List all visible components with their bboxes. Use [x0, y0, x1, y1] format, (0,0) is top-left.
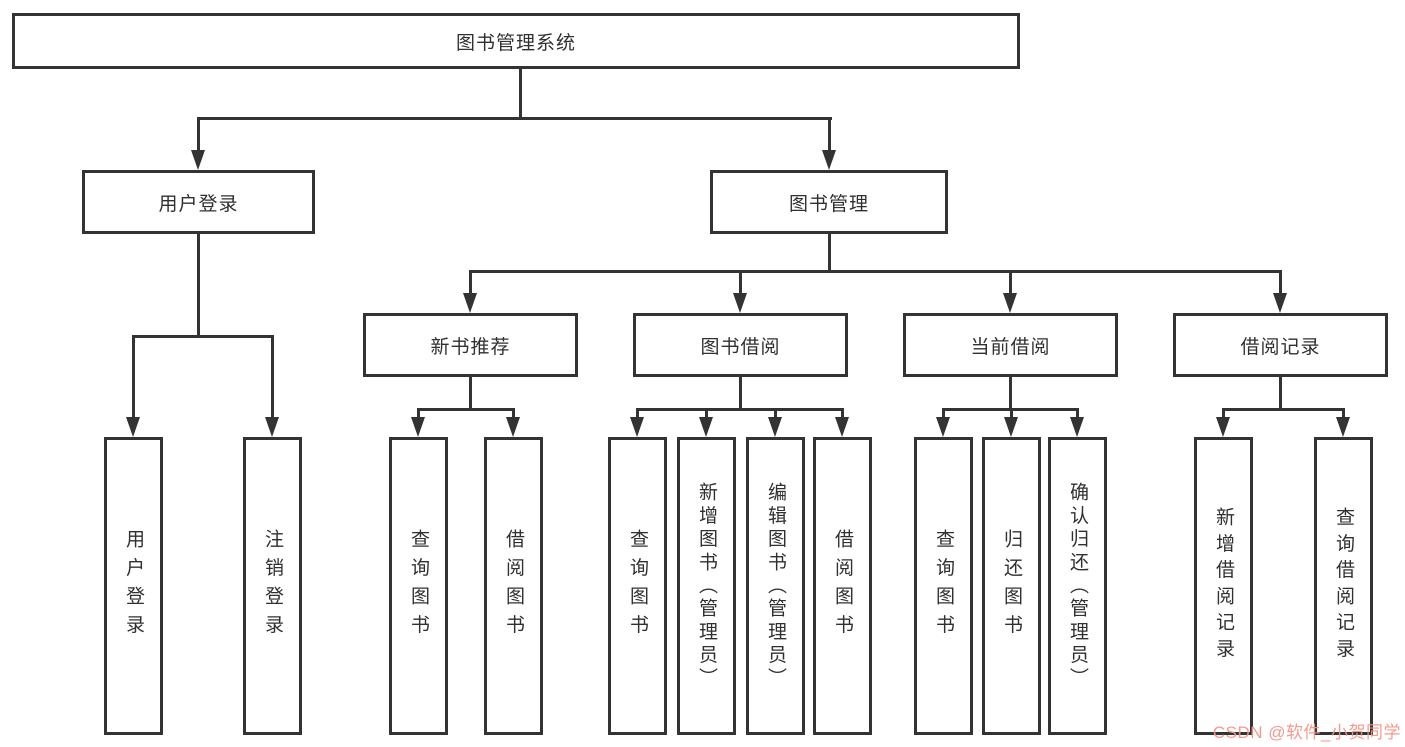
leaf-confirm-return-admin: 确认归还（管理员）: [1048, 437, 1107, 735]
arrow-down-icon: [126, 417, 140, 437]
connector-line: [197, 233, 200, 338]
leaf-query-books-current: 查询图书: [914, 437, 973, 735]
connector-line: [1222, 408, 1345, 411]
connector-line: [942, 408, 945, 419]
connector-line: [828, 117, 831, 152]
csdn-watermark: CSDN @软件_小贺同学: [1212, 723, 1401, 742]
node-current-borrowing: 当前借阅: [903, 313, 1118, 377]
arrow-down-icon: [265, 417, 279, 437]
connector-line: [132, 335, 274, 338]
leaf-query-books-recommend: 查询图书: [389, 437, 448, 735]
connector-line: [705, 408, 708, 419]
arrow-down-icon: [1003, 293, 1017, 313]
arrow-down-icon: [191, 150, 205, 170]
arrow-down-icon: [699, 417, 713, 437]
arrow-down-icon: [1070, 417, 1084, 437]
connector-line: [739, 377, 742, 411]
connector-line: [132, 335, 135, 419]
connector-line: [1342, 408, 1345, 419]
connector-line: [469, 270, 472, 294]
arrow-down-icon: [822, 150, 836, 170]
connector-line: [739, 270, 742, 294]
leaf-borrow-books-borrowing: 借阅图书: [813, 437, 872, 735]
leaf-edit-book-admin: 编辑图书（管理员）: [746, 437, 805, 735]
node-user-login: 用户登录: [82, 170, 315, 234]
leaf-query-borrow-record: 查询借阅记录: [1314, 437, 1373, 735]
connector-line: [512, 408, 515, 419]
node-book-management: 图书管理: [710, 170, 948, 234]
arrow-down-icon: [630, 417, 644, 437]
connector-line: [519, 68, 522, 118]
connector-line: [774, 408, 777, 419]
leaf-borrow-books-recommend: 借阅图书: [484, 437, 543, 735]
node-book-borrowing: 图书借阅: [633, 313, 848, 377]
arrow-down-icon: [768, 417, 782, 437]
connector-line: [417, 408, 515, 411]
node-borrowing-records: 借阅记录: [1173, 313, 1388, 377]
leaf-logout: 注销登录: [243, 437, 302, 735]
arrow-down-icon: [1216, 417, 1230, 437]
connector-line: [1009, 377, 1012, 411]
node-new-book-recommendation: 新书推荐: [363, 313, 578, 377]
connector-line: [1222, 408, 1225, 419]
connector-line: [197, 117, 200, 152]
connector-line: [1010, 408, 1013, 419]
connector-line: [469, 270, 1282, 273]
arrow-down-icon: [936, 417, 950, 437]
connector-line: [1076, 408, 1079, 419]
arrow-down-icon: [411, 417, 425, 437]
connector-line: [828, 233, 831, 273]
connector-line: [469, 377, 472, 411]
connector-line: [636, 408, 844, 411]
arrow-down-icon: [1273, 293, 1287, 313]
arrow-down-icon: [1336, 417, 1350, 437]
leaf-query-books-borrowing: 查询图书: [608, 437, 667, 735]
arrow-down-icon: [733, 293, 747, 313]
connector-line: [271, 335, 274, 419]
connector-line: [197, 117, 832, 120]
connector-line: [1279, 377, 1282, 411]
leaf-user-login: 用户登录: [104, 437, 163, 735]
arrow-down-icon: [506, 417, 520, 437]
connector-line: [417, 408, 420, 419]
connector-line: [1279, 270, 1282, 294]
connector-line: [636, 408, 639, 419]
arrow-down-icon: [1004, 417, 1018, 437]
leaf-add-book-admin: 新增图书（管理员）: [677, 437, 736, 735]
connector-line: [841, 408, 844, 419]
connector-line: [1009, 270, 1012, 294]
arrow-down-icon: [835, 417, 849, 437]
leaf-add-borrow-record: 新增借阅记录: [1194, 437, 1253, 735]
node-library-management-system: 图书管理系统: [12, 13, 1020, 69]
arrow-down-icon: [463, 293, 477, 313]
leaf-return-books: 归还图书: [982, 437, 1041, 735]
